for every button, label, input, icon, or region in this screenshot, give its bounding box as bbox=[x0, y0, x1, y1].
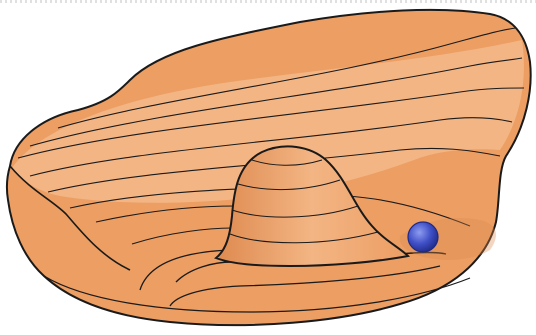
ball bbox=[408, 222, 438, 252]
